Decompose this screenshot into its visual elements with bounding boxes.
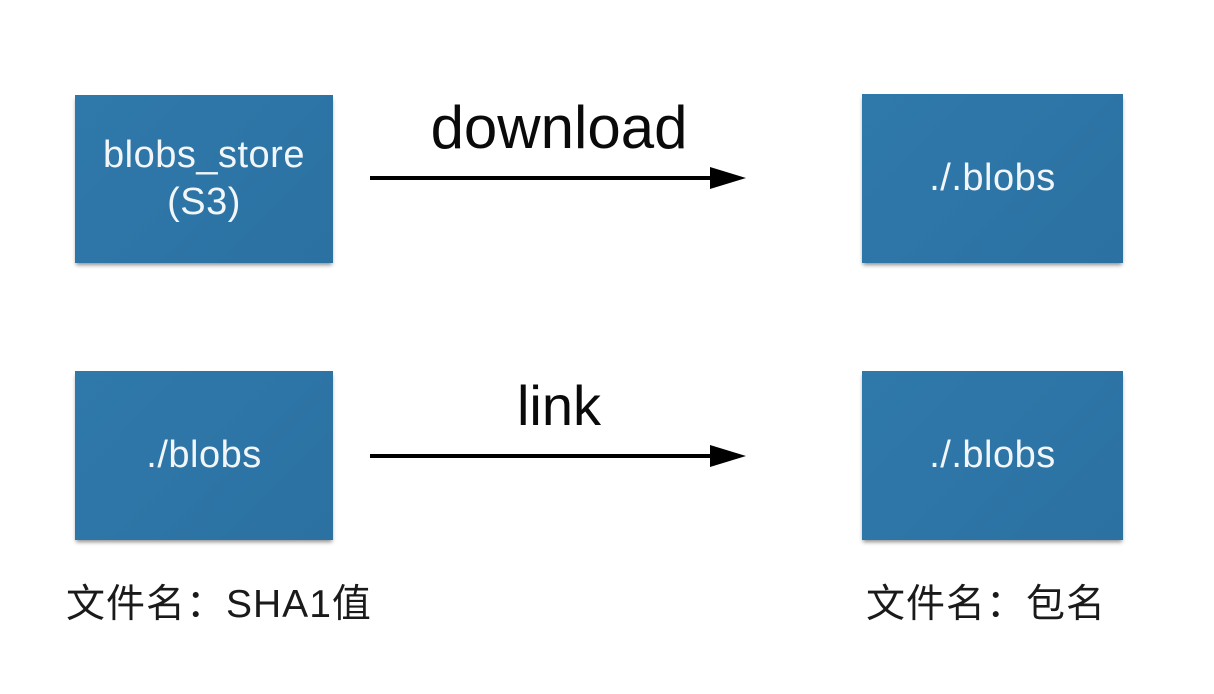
node-dot-blobs-top-label: ./.blobs	[929, 156, 1056, 199]
node-dot-blobs-bottom: ./.blobs	[862, 371, 1123, 540]
node-dot-blobs-bottom-label: ./.blobs	[929, 433, 1056, 476]
caption-filename-sha1: 文件名：SHA1值	[66, 583, 372, 626]
arrow-link-icon	[370, 445, 746, 467]
node-blobs-store-s3: blobs_store (S3)	[75, 95, 333, 263]
arrow-download-icon	[370, 167, 746, 189]
arrow-label-link: link	[516, 374, 602, 437]
node-blobs-store-label-line2: (S3)	[167, 181, 241, 223]
caption-filename-package: 文件名：包名	[866, 583, 1107, 626]
node-blobs-store-label-line1: blobs_store	[103, 133, 305, 176]
node-dot-blobs-top: ./.blobs	[862, 94, 1123, 263]
node-blobs-dir: ./blobs	[75, 371, 333, 540]
node-blobs-dir-label: ./blobs	[146, 433, 262, 476]
arrow-label-download: download	[430, 94, 688, 161]
